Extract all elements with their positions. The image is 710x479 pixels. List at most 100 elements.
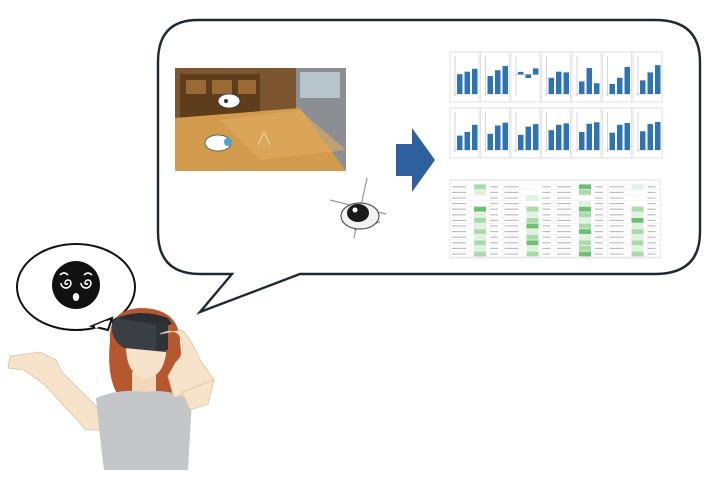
mini-bar-chart [541, 107, 571, 159]
bar [457, 74, 463, 94]
heatmap-cell [502, 234, 556, 241]
heatmap-cell [449, 228, 503, 235]
heatmap-cell [502, 223, 556, 229]
heatmap-cell [449, 206, 503, 213]
bar [487, 133, 493, 150]
mini-bar-chart [541, 51, 571, 103]
heatmap-cell [607, 251, 661, 257]
bar [563, 123, 569, 150]
bar [579, 132, 585, 150]
heatmap-cell [607, 234, 661, 241]
vr-headset [111, 313, 172, 352]
heatmap-cell [449, 251, 503, 257]
heatmap-cell [554, 211, 608, 218]
bar [556, 124, 562, 150]
bar [502, 122, 508, 150]
mini-bar-chart [480, 107, 510, 159]
bar [502, 65, 508, 94]
bar [609, 83, 615, 94]
bar [495, 70, 501, 94]
bar [548, 130, 554, 150]
heatmap-cell [607, 189, 661, 196]
bar [617, 77, 623, 94]
bar [586, 68, 592, 94]
bar [472, 124, 478, 150]
bar [655, 65, 661, 94]
heatmap-cell [607, 217, 661, 224]
bar [525, 74, 531, 78]
mini-bar-chart [571, 51, 602, 103]
bar [594, 83, 600, 94]
heatmap-cell [502, 228, 556, 235]
heatmap-cell [607, 239, 661, 246]
bar [640, 80, 646, 94]
heatmap-cell [554, 183, 608, 190]
heatmap-cell [554, 228, 608, 235]
heatmap-table [449, 179, 661, 259]
mini-bar-chart [510, 51, 541, 103]
bar [487, 76, 493, 94]
bar [525, 126, 531, 150]
bar [533, 124, 539, 150]
heatmap-cell [449, 189, 503, 196]
heatmap-cell [449, 200, 503, 207]
eye-tracking-icon [329, 177, 387, 239]
heatmap-cell [554, 239, 608, 246]
bar [457, 135, 463, 150]
mini-bar-chart [571, 107, 602, 159]
heatmap-cell [502, 206, 556, 213]
heatmap-cell [449, 239, 503, 246]
heatmap-cell [607, 206, 661, 213]
bar [464, 132, 470, 150]
heatmap-cell [607, 195, 661, 201]
bar [586, 123, 592, 150]
bar [548, 77, 554, 94]
bar [518, 134, 524, 150]
heatmap-cell [607, 200, 661, 207]
bar [464, 71, 470, 94]
heatmap-cell [449, 183, 503, 190]
heatmap-cell [449, 234, 503, 241]
heatmap-cell [449, 245, 503, 252]
dizzy-face-icon [52, 261, 100, 309]
vr-room-image [175, 68, 346, 171]
bar [655, 121, 661, 150]
heatmap-cell [502, 183, 556, 190]
right-arrow-icon [396, 128, 435, 192]
bar [647, 72, 653, 94]
bar [617, 124, 623, 150]
heatmap-cell [607, 223, 661, 229]
heatmap-cell [502, 251, 556, 257]
heatmap-cell [502, 200, 556, 207]
bar [533, 68, 539, 75]
heatmap-cell [607, 183, 661, 190]
mini-bar-chart [632, 51, 663, 103]
bar [472, 68, 478, 94]
mini-bar-chart [510, 107, 541, 159]
bar-charts-grid [449, 51, 663, 159]
mini-bar-chart [449, 107, 480, 159]
bar [556, 71, 562, 94]
bar [640, 131, 646, 150]
bar [624, 123, 630, 150]
bar [594, 122, 600, 150]
heatmap-cell [554, 223, 608, 229]
heatmap-cell [607, 245, 661, 252]
bar [609, 132, 615, 150]
heatmap-cell [554, 200, 608, 207]
bar [495, 125, 501, 150]
mini-bar-chart [449, 51, 480, 103]
heatmap-cell [502, 239, 556, 246]
heatmap-cell [554, 245, 608, 252]
heatmap-cell [554, 234, 608, 241]
bar [579, 81, 585, 94]
heatmap-cell [449, 217, 503, 224]
heatmap-cell [502, 245, 556, 252]
person-with-vr-headset [7, 308, 215, 470]
heatmap-cell [554, 206, 608, 213]
heatmap-cell [502, 217, 556, 224]
heatmap-cell [449, 195, 503, 201]
heatmap-cell [554, 195, 608, 201]
bar [624, 67, 630, 94]
